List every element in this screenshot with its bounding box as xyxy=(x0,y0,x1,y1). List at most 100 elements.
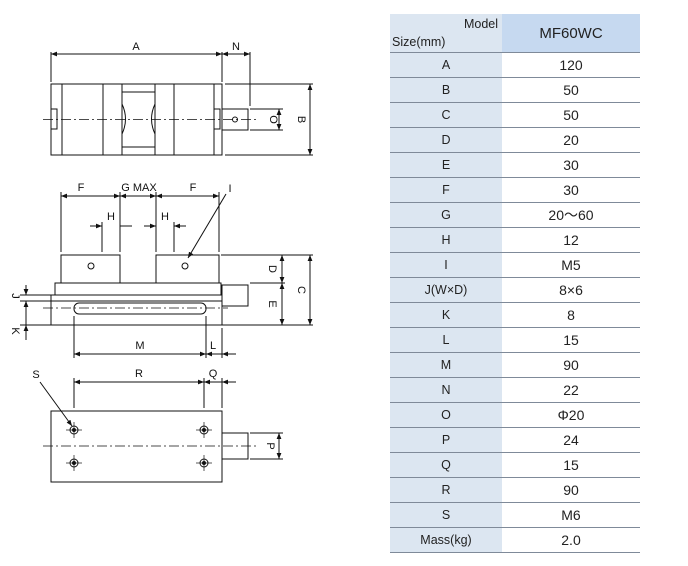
spec-label: K xyxy=(390,302,502,328)
bottom-view xyxy=(39,378,283,483)
front-hole-right xyxy=(181,262,189,270)
spec-value: 20～60 xyxy=(502,202,640,228)
spec-label: J(W×D) xyxy=(390,277,502,303)
front-slot xyxy=(73,302,207,315)
front-jaw-right xyxy=(155,254,220,284)
label-H-right: H xyxy=(161,211,169,223)
technical-drawing: A N O B F G MAX F I H H J K D E C M L S … xyxy=(9,41,313,483)
label-L: L xyxy=(210,340,216,352)
header-model-label: Model xyxy=(463,17,498,31)
label-E: E xyxy=(266,300,278,307)
spec-value: 22 xyxy=(502,377,640,403)
spec-value: 20 xyxy=(502,127,640,153)
label-A: A xyxy=(132,41,140,53)
label-J: J xyxy=(9,293,21,299)
header-size-label: Size(mm) xyxy=(392,35,446,49)
top-view xyxy=(43,51,313,156)
spec-label: O xyxy=(390,402,502,428)
spec-value: 50 xyxy=(502,102,640,128)
spec-value: 90 xyxy=(502,477,640,503)
label-R: R xyxy=(135,368,143,380)
leader-S xyxy=(39,381,73,427)
spec-label: H xyxy=(390,227,502,253)
spec-label: I xyxy=(390,252,502,278)
spec-value: 120 xyxy=(502,52,640,78)
front-base xyxy=(50,294,223,326)
spec-value: 24 xyxy=(502,427,640,453)
spec-table-header: Model Size(mm) MF60WC xyxy=(390,14,640,53)
spec-label: Mass(kg) xyxy=(390,527,502,553)
spec-label: L xyxy=(390,327,502,353)
bottom-view-body xyxy=(50,410,223,483)
label-B: B xyxy=(295,116,307,123)
label-F-right: F xyxy=(190,182,197,194)
spec-label: C xyxy=(390,102,502,128)
label-S: S xyxy=(32,369,39,381)
spec-value: 8×6 xyxy=(502,277,640,303)
label-D: D xyxy=(266,265,278,273)
header-corner: Model Size(mm) xyxy=(390,14,502,53)
spec-label: F xyxy=(390,177,502,203)
spec-value: Φ20 xyxy=(502,402,640,428)
label-O: O xyxy=(267,115,279,124)
leader-I xyxy=(187,193,227,259)
spec-value: M5 xyxy=(502,252,640,278)
label-H-left: H xyxy=(107,211,115,223)
spec-label: B xyxy=(390,77,502,103)
label-G-max: G MAX xyxy=(121,182,157,194)
label-P: P xyxy=(264,442,276,449)
header-model-name: MF60WC xyxy=(502,14,640,53)
spec-label: Q xyxy=(390,452,502,478)
spec-label: R xyxy=(390,477,502,503)
spec-value: 12 xyxy=(502,227,640,253)
front-knob xyxy=(221,284,249,307)
spec-value: 8 xyxy=(502,302,640,328)
spec-label: D xyxy=(390,127,502,153)
spec-value: 50 xyxy=(502,77,640,103)
spec-value: 15 xyxy=(502,452,640,478)
spec-value: 15 xyxy=(502,327,640,353)
spec-label: A xyxy=(390,52,502,78)
spec-value: 90 xyxy=(502,352,640,378)
spec-label: S xyxy=(390,502,502,528)
spec-label: E xyxy=(390,152,502,178)
front-body xyxy=(54,282,222,296)
spec-value: M6 xyxy=(502,502,640,528)
spec-value: 2.0 xyxy=(502,527,640,553)
spec-row: J(W×D)8×6 xyxy=(390,277,640,303)
spec-label: G xyxy=(390,202,502,228)
label-N: N xyxy=(232,41,240,53)
front-hole-left xyxy=(87,262,95,270)
label-C: C xyxy=(295,286,307,294)
label-K: K xyxy=(9,327,21,335)
label-Q: Q xyxy=(209,368,218,380)
label-I: I xyxy=(228,183,231,195)
spec-label: M xyxy=(390,352,502,378)
label-F-left: F xyxy=(78,182,85,194)
spec-label: P xyxy=(390,427,502,453)
spec-value: 30 xyxy=(502,177,640,203)
spec-value: 30 xyxy=(502,152,640,178)
label-M: M xyxy=(135,340,144,352)
front-view xyxy=(20,192,313,358)
spec-label: N xyxy=(390,377,502,403)
